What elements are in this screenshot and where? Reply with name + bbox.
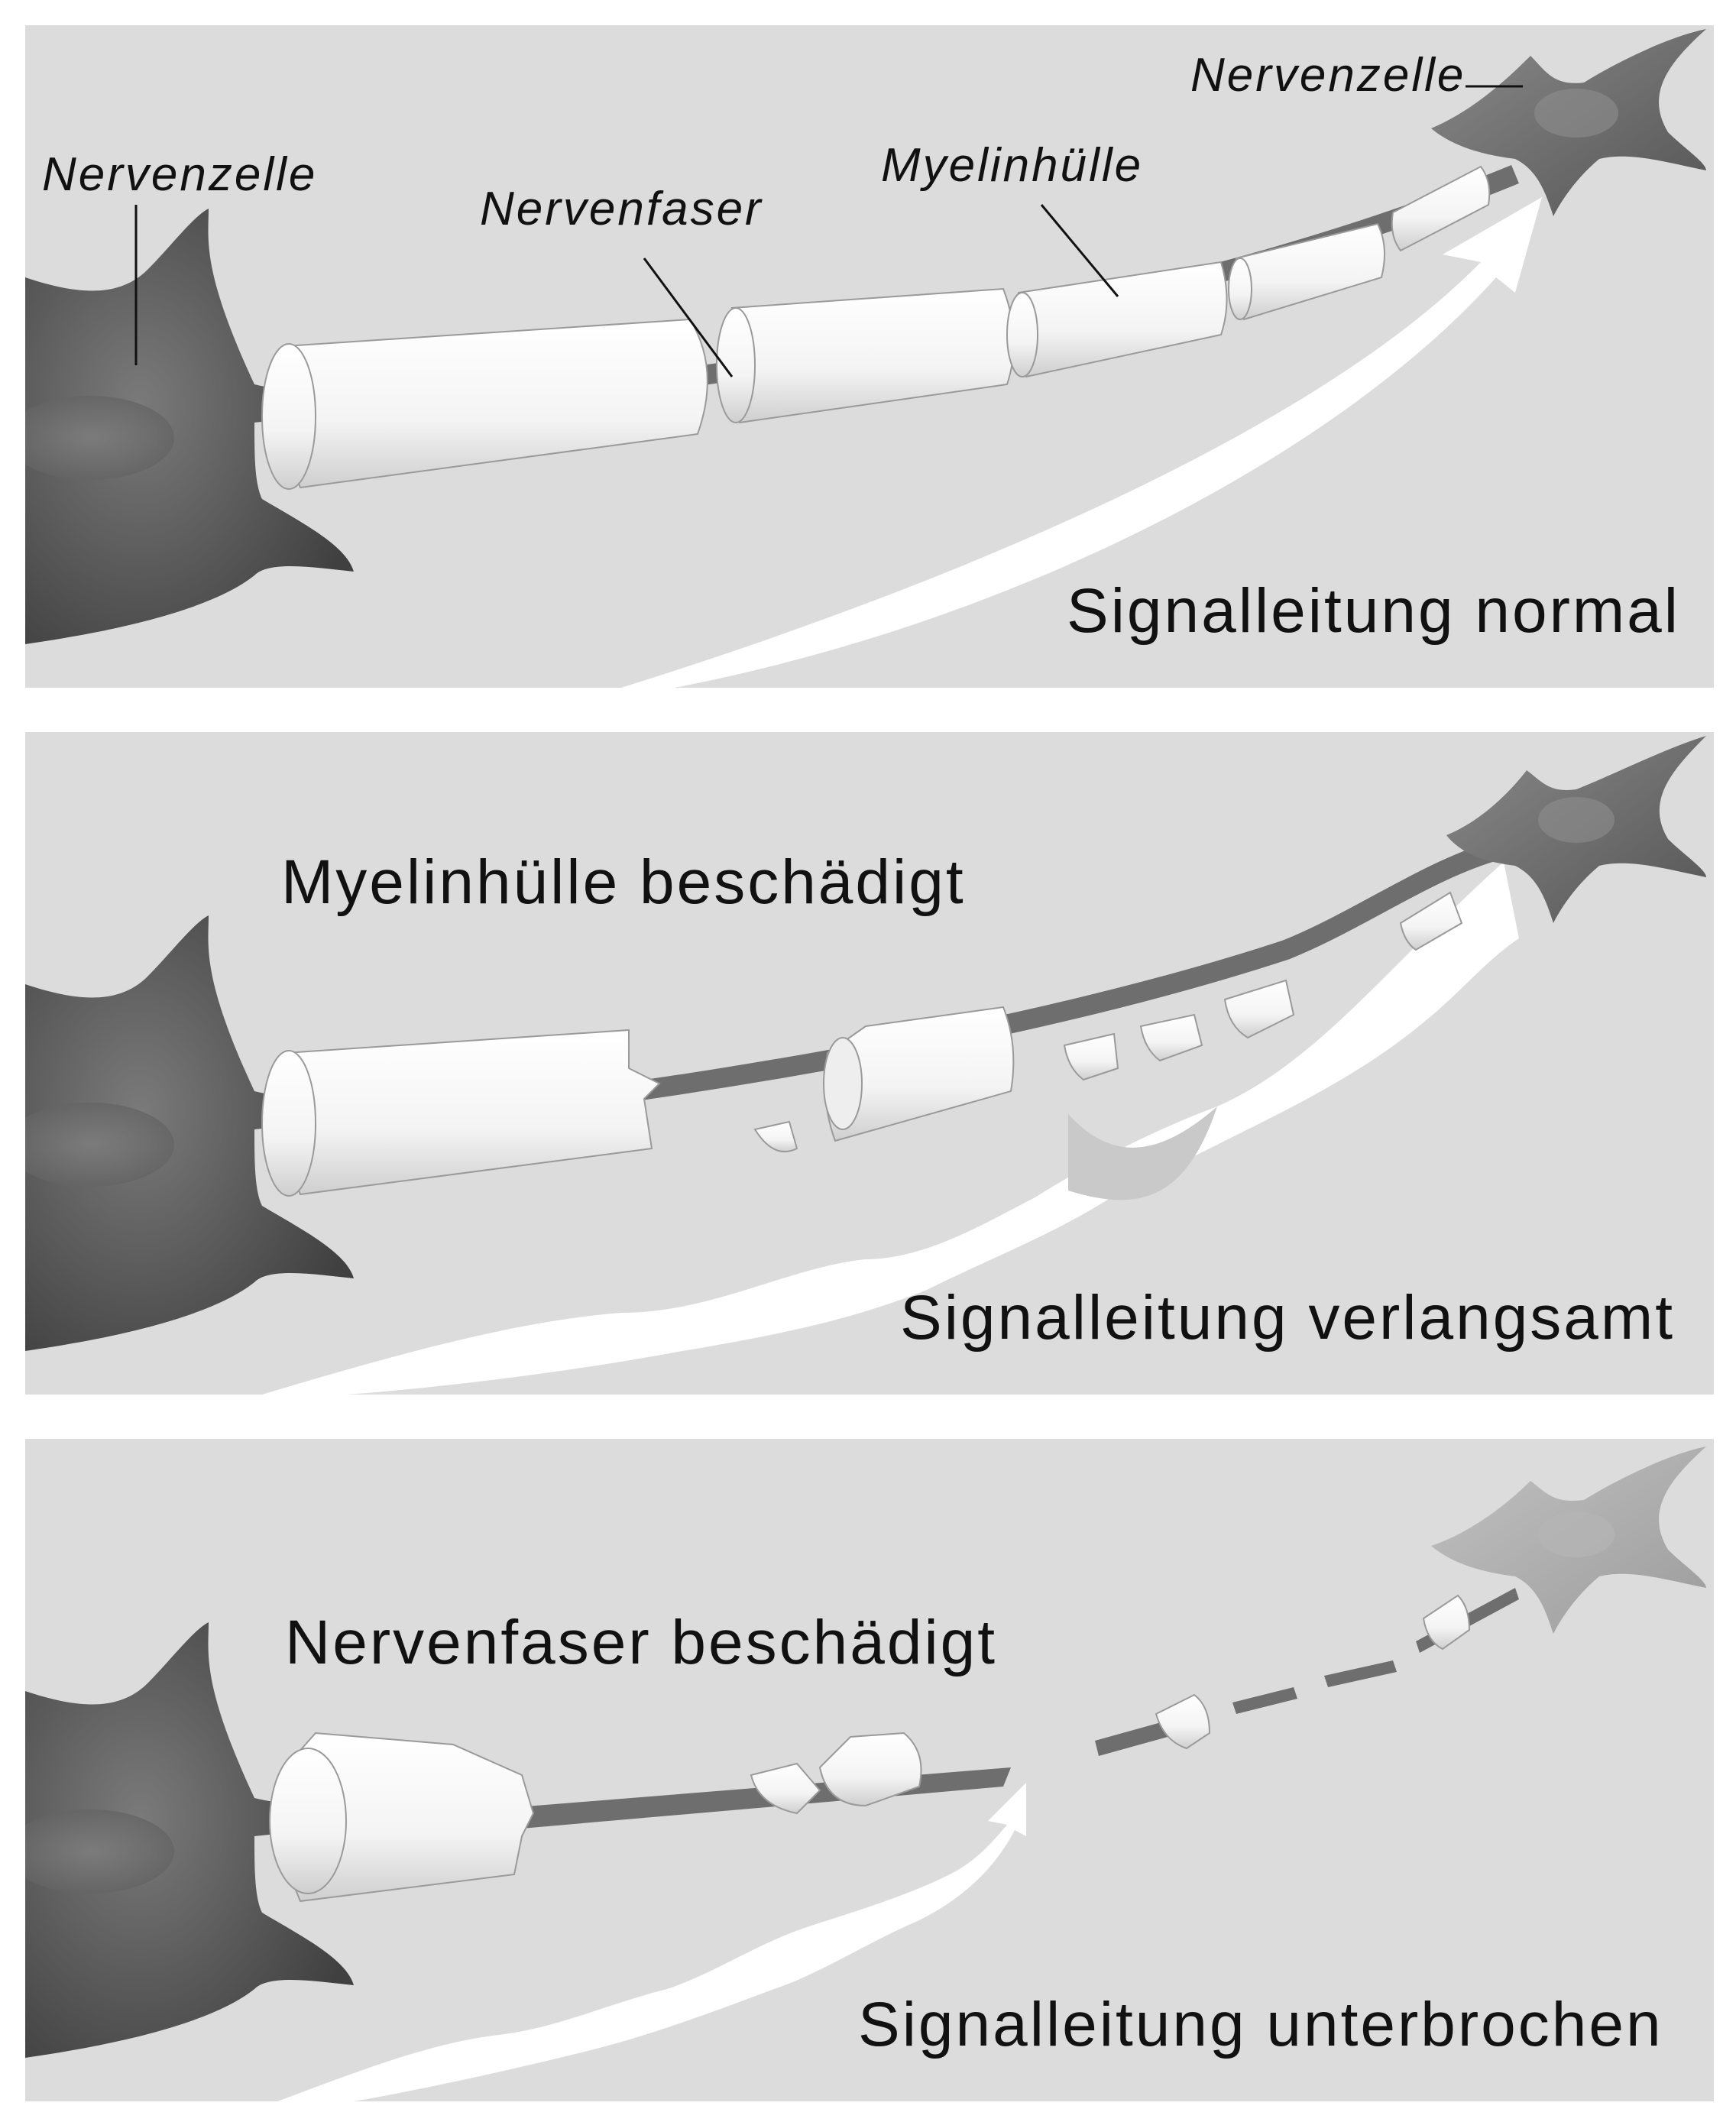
caption-slowed: Signalleitung verlangsamt — [900, 1283, 1675, 1353]
signal-arrow-shadow — [1068, 1106, 1217, 1200]
diagram-normal — [25, 29, 1706, 688]
label-myelinhuelle: Myelinhülle — [881, 139, 1144, 192]
leader-lines — [134, 85, 1523, 377]
caption-normal: Signalleitung normal — [1067, 576, 1681, 646]
caption-interrupted: Signalleitung unterbrochen — [858, 1990, 1663, 2059]
panel-normal: Nervenzelle Nervenfaser Myelinhülle Nerv… — [25, 25, 1714, 688]
heading-myelin-damaged: Myelinhülle beschädigt — [281, 847, 966, 917]
neuron-left — [25, 209, 354, 644]
neuron-left — [25, 915, 354, 1351]
diagram-nerve-fiber-damaged — [25, 1447, 1706, 2101]
diagram-myelin-damaged — [25, 736, 1706, 1395]
panel-myelin-damaged: Myelinhülle beschädigt Signalleitung ver… — [25, 732, 1714, 1395]
neuron-left — [25, 1622, 354, 2058]
myelin-segments-damaged — [261, 891, 1463, 1197]
label-nervenzelle-right: Nervenzelle — [1190, 49, 1466, 102]
panel-nerve-fiber-damaged: Nervenfaser beschädigt Signalleitung unt… — [25, 1439, 1714, 2101]
myelin-segments — [261, 165, 1491, 490]
heading-nerve-fiber-damaged: Nervenfaser beschädigt — [285, 1608, 998, 1677]
neuron-left-nucleus — [25, 396, 174, 480]
label-nervenzelle-left: Nervenzelle — [42, 148, 318, 201]
signal-arrow-wavy — [262, 862, 1519, 1395]
label-nervenfaser: Nervenfaser — [480, 183, 763, 235]
myelin-segments-broken — [269, 1594, 1471, 1903]
